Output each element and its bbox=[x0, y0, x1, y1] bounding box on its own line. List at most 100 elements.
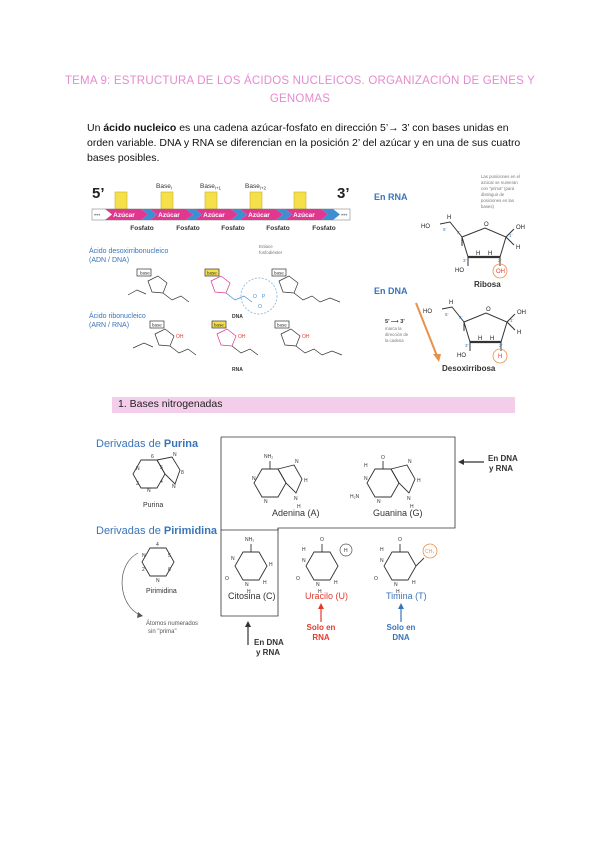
svg-text:N: N bbox=[245, 582, 249, 588]
svg-text:N: N bbox=[156, 578, 160, 584]
numbering-note: Átomos numerados sin "prima" bbox=[146, 620, 198, 635]
svg-text:6: 6 bbox=[151, 454, 154, 460]
shared-arrow-bottom-head bbox=[245, 621, 251, 627]
svg-text:HO: HO bbox=[421, 224, 430, 230]
svg-text:N: N bbox=[364, 476, 368, 482]
svg-text:8: 8 bbox=[181, 470, 184, 476]
ribose-label: Ribosa bbox=[474, 280, 501, 289]
svg-text:Azúcar: Azúcar bbox=[293, 212, 315, 219]
section-heading: 1. Bases nitrogenadas bbox=[118, 398, 223, 410]
svg-text:H: H bbox=[318, 589, 322, 595]
guanine-label: Guanina (G) bbox=[373, 508, 423, 518]
svg-text:O: O bbox=[398, 537, 402, 543]
ribose-structure bbox=[439, 221, 515, 266]
rna-only-label-1: Solo en bbox=[307, 623, 336, 632]
svg-text:sin "prima": sin "prima" bbox=[148, 629, 177, 635]
dna-heading: En DNA bbox=[374, 286, 408, 296]
svg-text:H: H bbox=[297, 504, 301, 510]
svg-text:Fosfato: Fosfato bbox=[266, 225, 290, 232]
svg-text:Azúcar: Azúcar bbox=[248, 212, 270, 219]
rna-only-label-2: RNA bbox=[312, 633, 330, 642]
svg-text:N: N bbox=[394, 582, 398, 588]
cytosine-frame bbox=[220, 528, 279, 617]
deoxyribose-2-h: H bbox=[498, 354, 502, 360]
svg-text:OH: OH bbox=[238, 334, 246, 340]
svg-text:Azúcar: Azúcar bbox=[158, 212, 180, 219]
svg-text:N: N bbox=[295, 459, 299, 465]
svg-text:2’: 2’ bbox=[499, 343, 503, 348]
svg-text:H: H bbox=[364, 463, 368, 469]
svg-text:Átomos numerados: Átomos numerados bbox=[146, 620, 198, 627]
shared-label-right-1: En DNA bbox=[488, 454, 518, 463]
intro-term: ácido nucleico bbox=[103, 122, 177, 134]
bond-label-1: Enlace bbox=[259, 244, 273, 249]
strand-segments bbox=[105, 209, 340, 220]
svg-text:H: H bbox=[304, 478, 308, 484]
svg-text:H: H bbox=[449, 300, 453, 306]
rna-tag: RNA bbox=[232, 367, 243, 373]
sugar-labels: Azúcar Azúcar Azúcar Azúcar Azúcar bbox=[113, 212, 315, 219]
svg-text:N: N bbox=[408, 459, 412, 465]
svg-text:N: N bbox=[252, 476, 256, 482]
shared-label-bottom-2: y RNA bbox=[256, 648, 280, 657]
svg-text:NH₂: NH₂ bbox=[245, 537, 254, 543]
base-i1-label: Basei+1 bbox=[200, 183, 221, 191]
shared-arrow-right-head bbox=[458, 459, 464, 465]
svg-text:P: P bbox=[262, 294, 266, 300]
deoxyribose-label: Desoxirribosa bbox=[442, 364, 496, 373]
section-heading-bar: 1. Bases nitrogenadas bbox=[112, 397, 515, 413]
svg-text:Las posiciones en el: Las posiciones en el bbox=[481, 174, 520, 179]
dna-only-arrow-head bbox=[398, 603, 404, 609]
direction-note: marca la dirección de la cadena bbox=[385, 326, 409, 343]
svg-text:H: H bbox=[488, 251, 492, 257]
svg-text:H: H bbox=[476, 251, 480, 257]
svg-text:H: H bbox=[396, 589, 400, 595]
deoxyribose-numbers: 5’4’1’ 3’2’ bbox=[445, 312, 514, 348]
svg-text:H: H bbox=[478, 336, 482, 342]
direction-arrow bbox=[415, 302, 438, 357]
svg-text:OH: OH bbox=[516, 225, 525, 231]
svg-text:azúcar se numeran: azúcar se numeran bbox=[481, 180, 518, 185]
svg-text:3’: 3’ bbox=[463, 258, 467, 263]
svg-text:Azúcar: Azúcar bbox=[203, 212, 225, 219]
svg-text:Azúcar: Azúcar bbox=[113, 212, 135, 219]
svg-text:O: O bbox=[374, 576, 378, 582]
svg-text:H: H bbox=[517, 330, 521, 336]
svg-text:OH: OH bbox=[302, 334, 310, 340]
svg-text:con "prima" (para: con "prima" (para bbox=[481, 186, 515, 191]
svg-text:H: H bbox=[247, 589, 251, 595]
svg-text:Fosfato: Fosfato bbox=[221, 225, 245, 232]
adenine-label: Adenina (A) bbox=[272, 508, 320, 518]
svg-text:N: N bbox=[316, 582, 320, 588]
rna-base-tag-2: base bbox=[214, 323, 224, 328]
shared-label-right-2: y RNA bbox=[489, 464, 513, 473]
svg-text:2: 2 bbox=[142, 567, 145, 573]
svg-text:bases): bases) bbox=[481, 204, 494, 209]
uracil-highlight bbox=[339, 543, 353, 557]
cytosine-label: Citosina (C) bbox=[228, 591, 276, 601]
bond-label-2: fosfodiéster bbox=[259, 250, 283, 255]
svg-text:4: 4 bbox=[160, 479, 163, 485]
svg-text:la cadena: la cadena bbox=[385, 338, 404, 343]
svg-text:5: 5 bbox=[160, 465, 163, 471]
purine-label: Purina bbox=[143, 502, 163, 509]
svg-text:N: N bbox=[294, 496, 298, 502]
backbone-bases bbox=[114, 191, 307, 210]
pyrimidine-heading: Derivadas de Pirimidina bbox=[96, 525, 218, 537]
svg-text:O: O bbox=[296, 576, 300, 582]
ribose-2-highlight bbox=[492, 263, 508, 279]
thymine-structure bbox=[383, 544, 425, 581]
pyrimidine-atoms: 456 N2N bbox=[142, 542, 171, 584]
svg-text:O: O bbox=[258, 304, 262, 310]
svg-text:O: O bbox=[381, 455, 385, 461]
svg-text:N: N bbox=[173, 452, 177, 458]
dna-strand-structure bbox=[127, 268, 341, 303]
svg-text:H: H bbox=[263, 580, 267, 586]
phosphate-labels: Fosfato Fosfato Fosfato Fosfato Fosfato bbox=[130, 225, 336, 232]
